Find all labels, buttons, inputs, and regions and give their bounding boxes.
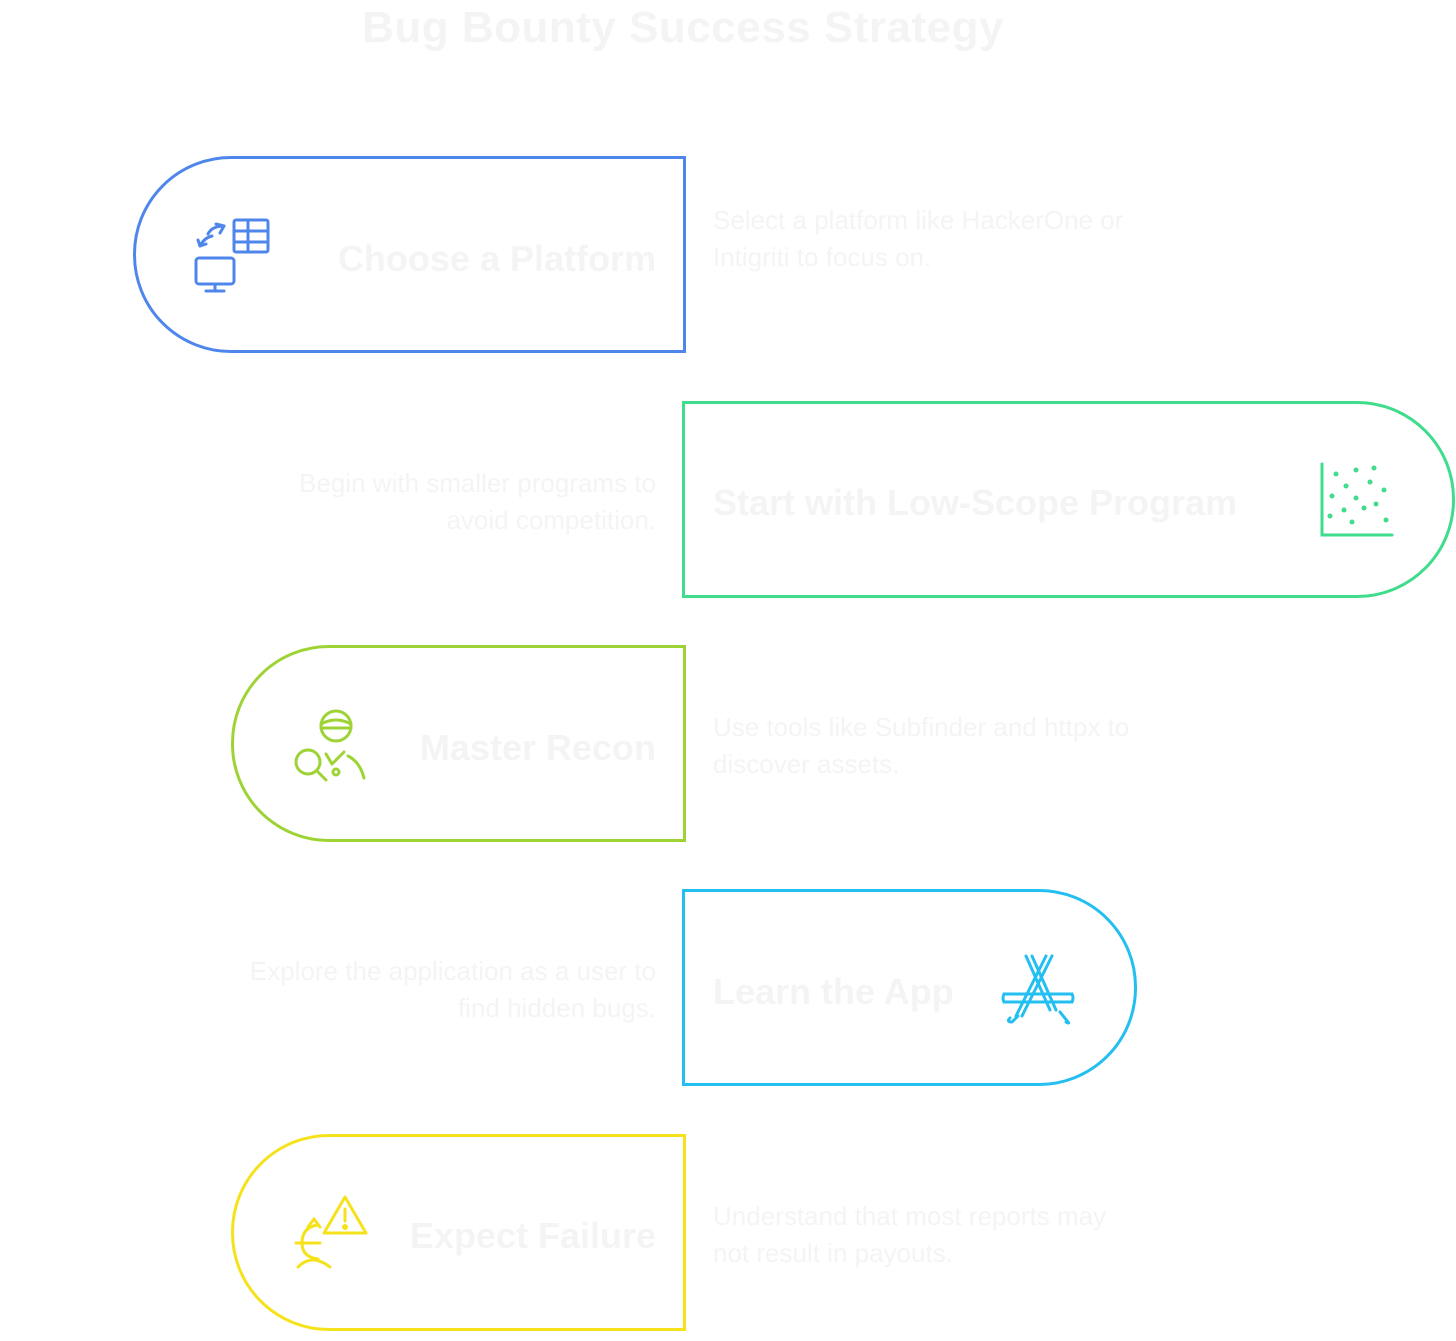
investigator-icon — [290, 704, 370, 789]
step-choose-platform — [133, 156, 686, 353]
step-description: Understand that most reports may not res… — [713, 1201, 1107, 1268]
step-description: Begin with smaller programs to avoid com… — [299, 468, 656, 535]
step-master-recon — [231, 645, 686, 842]
step-low-scope-program — [682, 401, 1455, 598]
platform-selection-icon — [192, 216, 272, 301]
app-store-icon — [998, 950, 1078, 1035]
step-description: Explore the application as a user to fin… — [249, 956, 656, 1023]
step-description: Select a platform like HackerOne or Inti… — [713, 205, 1124, 272]
step-title: Master Recon — [419, 727, 656, 768]
scatter-chart-icon — [1316, 460, 1396, 545]
step-description: Use tools like Subfinder and httpx to di… — [713, 712, 1130, 779]
step-title: Expect Failure — [409, 1215, 656, 1256]
step-title: Choose a Platform — [337, 238, 656, 279]
page-title: Bug Bounty Success Strategy — [362, 3, 1004, 52]
step-expect-failure — [231, 1134, 686, 1331]
warning-person-icon — [290, 1193, 370, 1278]
step-learn-app — [682, 889, 1137, 1086]
step-title: Start with Low-Scope Program — [713, 482, 1238, 523]
step-title: Learn the App — [713, 971, 954, 1012]
